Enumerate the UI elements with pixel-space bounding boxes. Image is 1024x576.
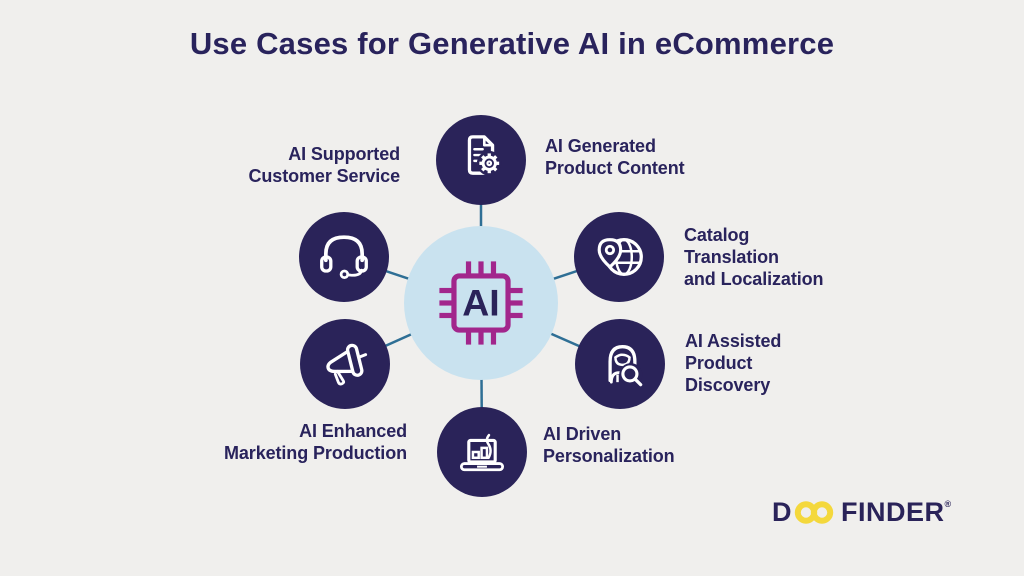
hub-label: AI — [462, 281, 499, 323]
ai-chip-icon: AI — [439, 261, 523, 345]
logo-d: D — [772, 496, 792, 527]
doofinder-logo: D FINDER ® — [772, 497, 951, 527]
page-title: Use Cases for Generative AI in eCommerce — [189, 26, 835, 61]
headset-icon — [320, 235, 368, 280]
person-search-icon — [608, 345, 643, 387]
doofinder-oo-icon — [794, 500, 834, 524]
label-customer-service: AI Supported Customer Service — [248, 144, 401, 186]
label-catalog-translation: Catalog Translation and Localization — [684, 225, 824, 289]
megaphone-icon — [326, 343, 368, 386]
document-gear-icon — [467, 135, 502, 176]
label-personalization: AI Driven Personalization — [543, 424, 675, 466]
globe-pin-icon — [597, 238, 643, 276]
node-catalog-translation — [574, 212, 664, 302]
laptop-chart-icon — [459, 433, 505, 472]
label-product-content: AI Generated Product Content — [545, 136, 685, 178]
node-product-content — [436, 115, 526, 205]
node-personalization — [437, 407, 527, 497]
registered-mark: ® — [944, 499, 952, 509]
ai-hub: AI — [404, 226, 558, 380]
label-product-discovery: AI Assisted Product Discovery — [685, 331, 782, 395]
logo-finder: FINDER — [841, 496, 945, 527]
label-marketing-production: AI Enhanced Marketing Production — [223, 421, 407, 463]
node-product-discovery — [575, 319, 665, 409]
node-customer-service — [299, 212, 389, 302]
node-marketing — [300, 319, 390, 409]
